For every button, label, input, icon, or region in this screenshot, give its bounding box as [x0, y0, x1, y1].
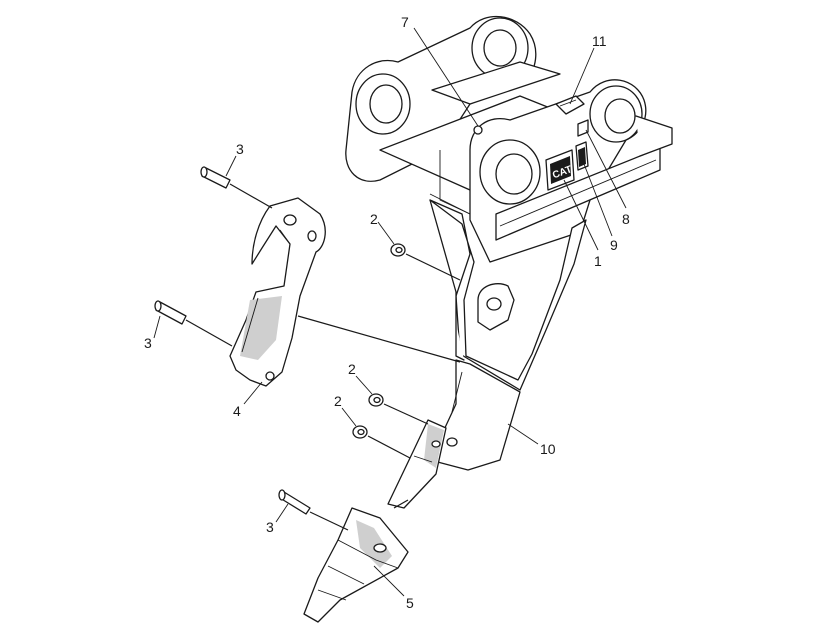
- leader-2b: [355, 375, 373, 395]
- pin-top: [200, 166, 273, 209]
- callout-2-upper: 2: [370, 211, 378, 227]
- leader-4: [243, 381, 263, 405]
- leader-1: [563, 179, 599, 251]
- decal-11: [555, 95, 585, 115]
- callout-2-middle: 2: [348, 361, 356, 377]
- tip-adapter: [387, 419, 447, 509]
- decal-8: [577, 119, 589, 137]
- decal-9: [575, 141, 589, 171]
- assembly-line-tip: [393, 499, 409, 509]
- leader-2a: [377, 221, 395, 245]
- pin-middle: [154, 300, 233, 347]
- callout-1: 1: [594, 253, 602, 269]
- ripper-shank: [429, 199, 587, 471]
- cat-logo-decal: CAT: [545, 149, 575, 191]
- callout-3-top: 3: [236, 141, 244, 157]
- callout-9: 9: [610, 237, 618, 253]
- leader-2c: [341, 407, 357, 427]
- callout-5: 5: [406, 595, 414, 611]
- washer-lower: [352, 425, 411, 459]
- leader-10: [507, 423, 539, 445]
- leader-5: [373, 565, 405, 597]
- pin-lower: [278, 489, 349, 531]
- leader-3b: [153, 315, 161, 339]
- shank-protector: [229, 197, 326, 387]
- callout-3-middle: 3: [144, 335, 152, 351]
- ripper-tip: [303, 507, 409, 623]
- leader-9: [583, 163, 613, 237]
- leader-3c: [275, 503, 289, 523]
- callout-8: 8: [622, 211, 630, 227]
- washer-upper: [390, 243, 461, 281]
- leader-8: [585, 129, 627, 209]
- washer-middle: [368, 393, 429, 425]
- callout-7: 7: [401, 14, 409, 30]
- callout-3-lower: 3: [266, 519, 274, 535]
- leader-7: [413, 27, 479, 127]
- callout-2-lower: 2: [334, 393, 342, 409]
- leader-11: [569, 47, 595, 105]
- callout-4: 4: [233, 403, 241, 419]
- leader-3a: [225, 155, 237, 177]
- callout-10: 10: [540, 441, 556, 457]
- assembly-line: [297, 315, 461, 363]
- callout-11: 11: [592, 33, 607, 49]
